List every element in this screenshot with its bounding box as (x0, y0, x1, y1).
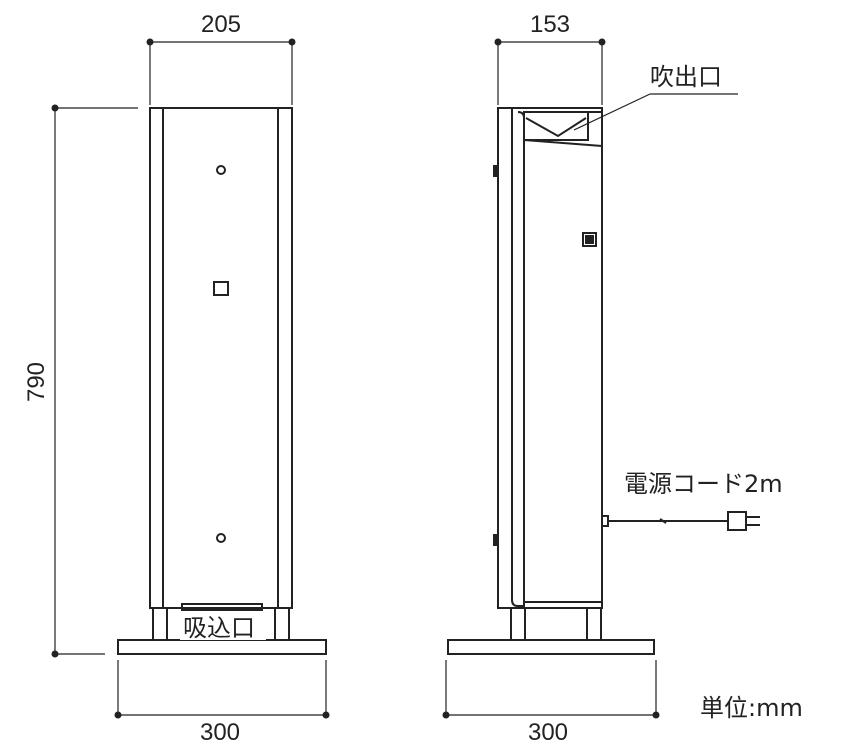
power-plug-body (727, 511, 747, 531)
dot (114, 711, 122, 719)
front-bottom-screw (216, 533, 226, 543)
side-view (447, 107, 760, 655)
side-control-button-inner (585, 235, 594, 244)
side-rear-leg (586, 607, 602, 641)
side-outlet-bottom (523, 139, 603, 147)
side-body-outline (497, 107, 603, 609)
dimension-lines (54, 41, 738, 716)
leader-outlet (573, 93, 651, 131)
side-front-bezel (511, 108, 525, 607)
side-outlet-housing (523, 111, 589, 141)
side-control-button (582, 232, 597, 247)
front-left-leg (152, 607, 168, 641)
label-power-cord: 電源コード2m (624, 470, 783, 498)
front-view (117, 107, 327, 655)
cord-strain-relief (601, 515, 609, 527)
dot (442, 711, 450, 719)
side-tab-top (493, 165, 499, 177)
dot (322, 711, 330, 719)
dot (51, 650, 59, 658)
dim-height: 790 (23, 362, 50, 402)
inlet-label-bg (180, 614, 266, 640)
dim-side-base: 300 (528, 719, 568, 746)
side-tab-bottom (493, 534, 499, 546)
cord-marker (659, 518, 667, 524)
dot (146, 38, 154, 46)
front-top-screw (216, 165, 226, 175)
dot (598, 38, 606, 46)
front-body-outline (149, 107, 293, 609)
dim-front-width: 205 (201, 11, 241, 38)
side-outlet-vane (525, 117, 587, 138)
dim-front-base: 300 (200, 719, 240, 746)
front-base (117, 639, 327, 655)
label-inlet: 吸込口 (183, 614, 255, 642)
dot (494, 38, 502, 46)
dim-side-width: 153 (530, 11, 570, 38)
front-right-leg (274, 607, 290, 641)
side-base (447, 639, 655, 655)
dimension-dots (51, 38, 660, 719)
front-control-button (213, 281, 229, 296)
label-unit: 単位:mm (700, 694, 803, 722)
dot (51, 104, 59, 112)
dot (288, 38, 296, 46)
front-inlet-grille (181, 603, 263, 611)
dot (652, 711, 660, 719)
side-front-leg (510, 607, 526, 641)
label-outlet: 吹出口 (650, 63, 722, 91)
